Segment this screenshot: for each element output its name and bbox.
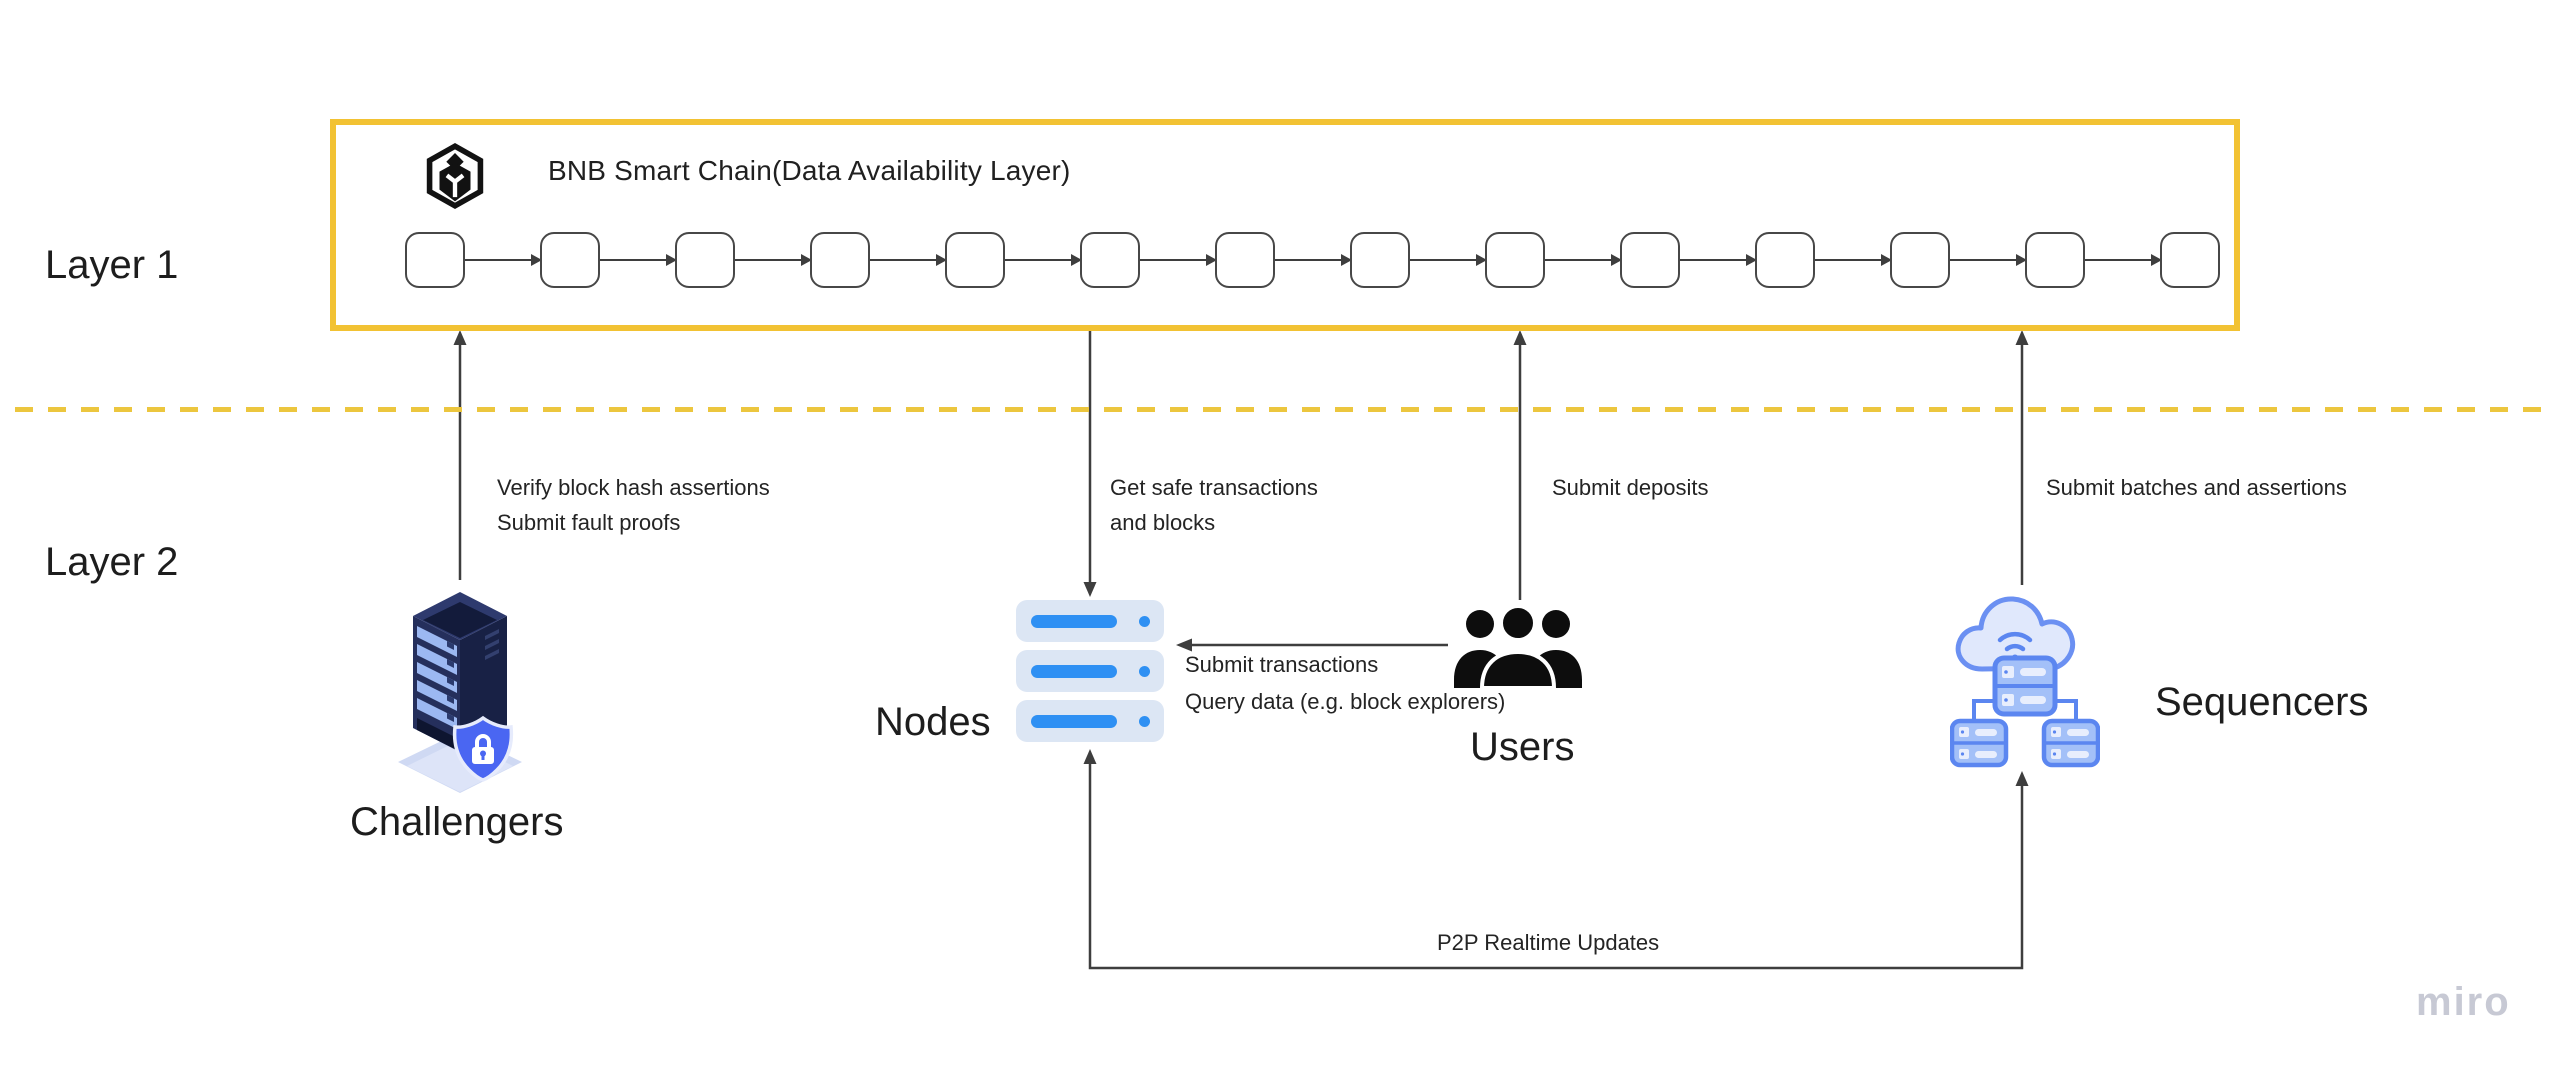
block-link-arrow [1815,254,1892,266]
chain-block[interactable] [1620,232,1680,288]
layer1-label: Layer 1 [45,243,179,287]
server-rows-icon[interactable] [1016,600,1164,750]
miro-watermark: miro [2416,980,2511,1024]
layer-divider-dashed-line [15,407,2545,412]
edge-label-users-to-l1: Submit deposits [1552,475,1709,500]
users-label: Users [1470,725,1575,769]
edge-label-sequencers-to-l1: Submit batches and assertions [2046,475,2347,500]
layer1-box[interactable]: BNB Smart Chain(Data Availability Layer) [330,119,2240,331]
chain-block[interactable] [945,232,1005,288]
block-link-arrow [1140,254,1217,266]
block-link-arrow [465,254,542,266]
edge-l1-to-nodes [1083,331,1097,597]
chain-block[interactable] [1755,232,1815,288]
edge-challengers-to-l1 [453,330,467,580]
block-link-arrow [1545,254,1622,266]
server-shield-icon[interactable] [395,580,525,794]
chain-block[interactable] [1215,232,1275,288]
server-row [1016,700,1164,742]
nodes-label: Nodes [875,700,991,744]
server-row [1016,600,1164,642]
bnb-chain-logo-icon [426,143,484,209]
chain-block[interactable] [810,232,870,288]
chain-block[interactable] [1890,232,1950,288]
chain-block[interactable] [1350,232,1410,288]
server-row [1016,650,1164,692]
layer1-box-title: BNB Smart Chain(Data Availability Layer) [548,155,1071,186]
block-link-arrow [1005,254,1082,266]
edge-label-challengers-to-l1: Verify block hash assertions Submit faul… [497,475,770,535]
chain-block[interactable] [405,232,465,288]
chain-block[interactable] [1485,232,1545,288]
edge-label-p2p: P2P Realtime Updates [1437,930,1660,955]
chain-block[interactable] [2160,232,2220,288]
block-link-arrow [600,254,677,266]
users-group-icon[interactable] [1452,606,1584,688]
chain-block[interactable] [540,232,600,288]
block-link-arrow [1950,254,2027,266]
block-link-arrow [1410,254,1487,266]
chain-block[interactable] [2025,232,2085,288]
edge-label-users-to-nodes: Submit transactions Query data (e.g. blo… [1185,652,1506,714]
sequencers-label: Sequencers [2155,680,2369,724]
edge-label-l1-to-nodes: Get safe transactions and blocks [1110,475,1318,535]
chain-block[interactable] [675,232,735,288]
edge-users-to-l1 [1513,330,1527,600]
block-link-arrow [1680,254,1757,266]
block-link-arrow [2085,254,2162,266]
cloud-server-cluster-icon[interactable] [1950,583,2100,768]
block-link-arrow [735,254,812,266]
block-link-arrow [1275,254,1352,266]
block-link-arrow [870,254,947,266]
layer2-label: Layer 2 [45,540,179,584]
edge-sequencers-to-l1 [2015,330,2029,585]
chain-block[interactable] [1080,232,1140,288]
challengers-label: Challengers [350,800,564,844]
